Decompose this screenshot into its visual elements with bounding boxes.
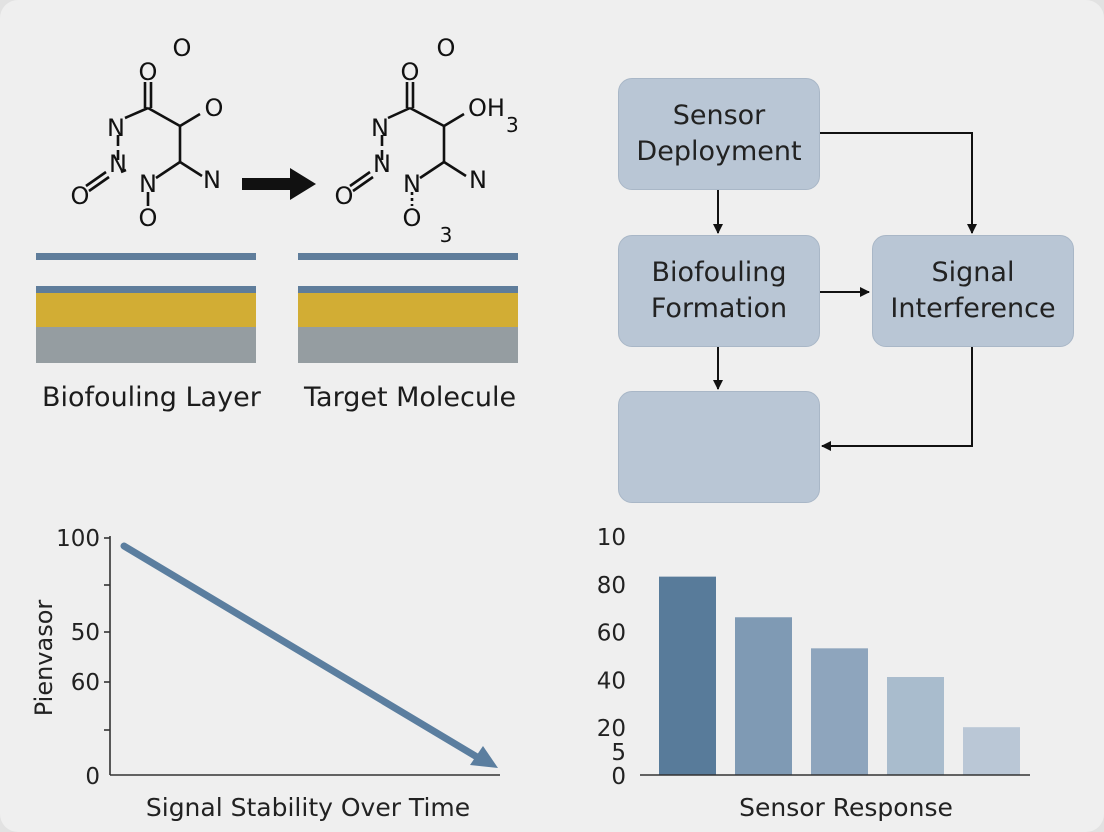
atom-label: O: [205, 94, 224, 122]
trend-arrowhead-icon: [470, 746, 498, 768]
trend-line: [120, 542, 486, 764]
bar: [659, 576, 716, 775]
y-tick-label: 80: [597, 573, 626, 599]
layer-gold: [36, 293, 256, 327]
line-chart: 100 50 60 0 Pienvasor Signal Stability O…: [30, 526, 500, 822]
atom-label: O: [71, 182, 90, 210]
y-tick-label: 60: [597, 621, 626, 647]
bond: [387, 106, 411, 120]
atom-subscript: 3: [440, 223, 453, 247]
atom-label: O: [139, 58, 158, 86]
atom-label: N: [109, 150, 127, 178]
bond: [349, 170, 371, 188]
flow-box-line: Interference: [890, 293, 1056, 324]
atom-label: O: [139, 204, 158, 232]
bar: [963, 727, 1020, 775]
y-tick-label: 60: [71, 670, 100, 696]
layer-top-line: [36, 253, 256, 260]
layer-label-right: Target Molecule: [304, 382, 517, 413]
bar: [811, 648, 868, 775]
bar: [887, 677, 944, 775]
atom-label: OH: [468, 94, 505, 122]
bond: [147, 106, 181, 128]
layer-top-line: [298, 253, 518, 260]
bond: [443, 160, 467, 178]
flowchart-connectors: [713, 132, 977, 451]
layer-label-left: Biofouling Layer: [42, 382, 261, 413]
flow-box-line: Signal: [931, 257, 1015, 288]
layer-gold: [298, 293, 518, 327]
flow-box-result: [618, 391, 820, 503]
y-tick-label: 100: [56, 526, 100, 552]
atom-subscript: 3: [506, 113, 519, 137]
y-axis-label: Pienvasor: [30, 600, 58, 717]
bond: [85, 170, 107, 188]
bond: [443, 112, 465, 128]
bond: [409, 106, 445, 128]
flow-box-line: Biofouling: [651, 257, 787, 288]
flow-box-line: Deployment: [636, 136, 802, 167]
bond: [179, 160, 203, 178]
atom-label: O: [401, 58, 420, 86]
atom-label: N: [107, 114, 125, 142]
layer-blue-band: [298, 286, 518, 293]
layer-blue-band: [36, 286, 256, 293]
y-tick-label: 20: [597, 716, 626, 742]
y-tick-label: 5: [611, 740, 626, 766]
atom-label: N: [373, 150, 391, 178]
y-tick-label: 40: [597, 668, 626, 694]
bond: [120, 168, 127, 174]
bar: [735, 617, 792, 775]
atom-label: N: [403, 170, 421, 198]
y-tick-label: 50: [71, 620, 100, 646]
x-axis-label: Signal Stability Over Time: [146, 793, 470, 822]
bond: [88, 175, 110, 193]
arrow-signal-to-result: [821, 347, 973, 451]
arrow-deploy-to-signal: [820, 132, 977, 234]
atom-label: N: [203, 166, 221, 194]
bond: [124, 106, 149, 120]
bond: [419, 160, 445, 180]
atom-label: N: [371, 114, 389, 142]
layer-gray: [298, 327, 518, 363]
atom-label: O: [335, 182, 354, 210]
y-tick-label: 0: [85, 764, 100, 790]
bond: [352, 175, 374, 193]
atom-label: O: [403, 204, 422, 232]
bond: [155, 160, 181, 180]
flow-box-line: Sensor: [672, 100, 766, 131]
flow-box-line: Formation: [650, 293, 788, 324]
atom-label: O: [437, 34, 456, 62]
reaction-arrow-icon: [242, 168, 316, 200]
layer-gray: [36, 327, 256, 363]
y-tick-label: 10: [597, 525, 626, 551]
atom-label: O: [173, 34, 192, 62]
y-tick-label: 0: [611, 764, 626, 790]
molecule-figure: O O O N N N N O O O O OH 3 N N N N O O 3: [71, 34, 519, 247]
atom-label: N: [469, 166, 487, 194]
atom-label: N: [139, 170, 157, 198]
x-axis-label: Sensor Response: [739, 793, 953, 822]
bond: [179, 112, 201, 128]
